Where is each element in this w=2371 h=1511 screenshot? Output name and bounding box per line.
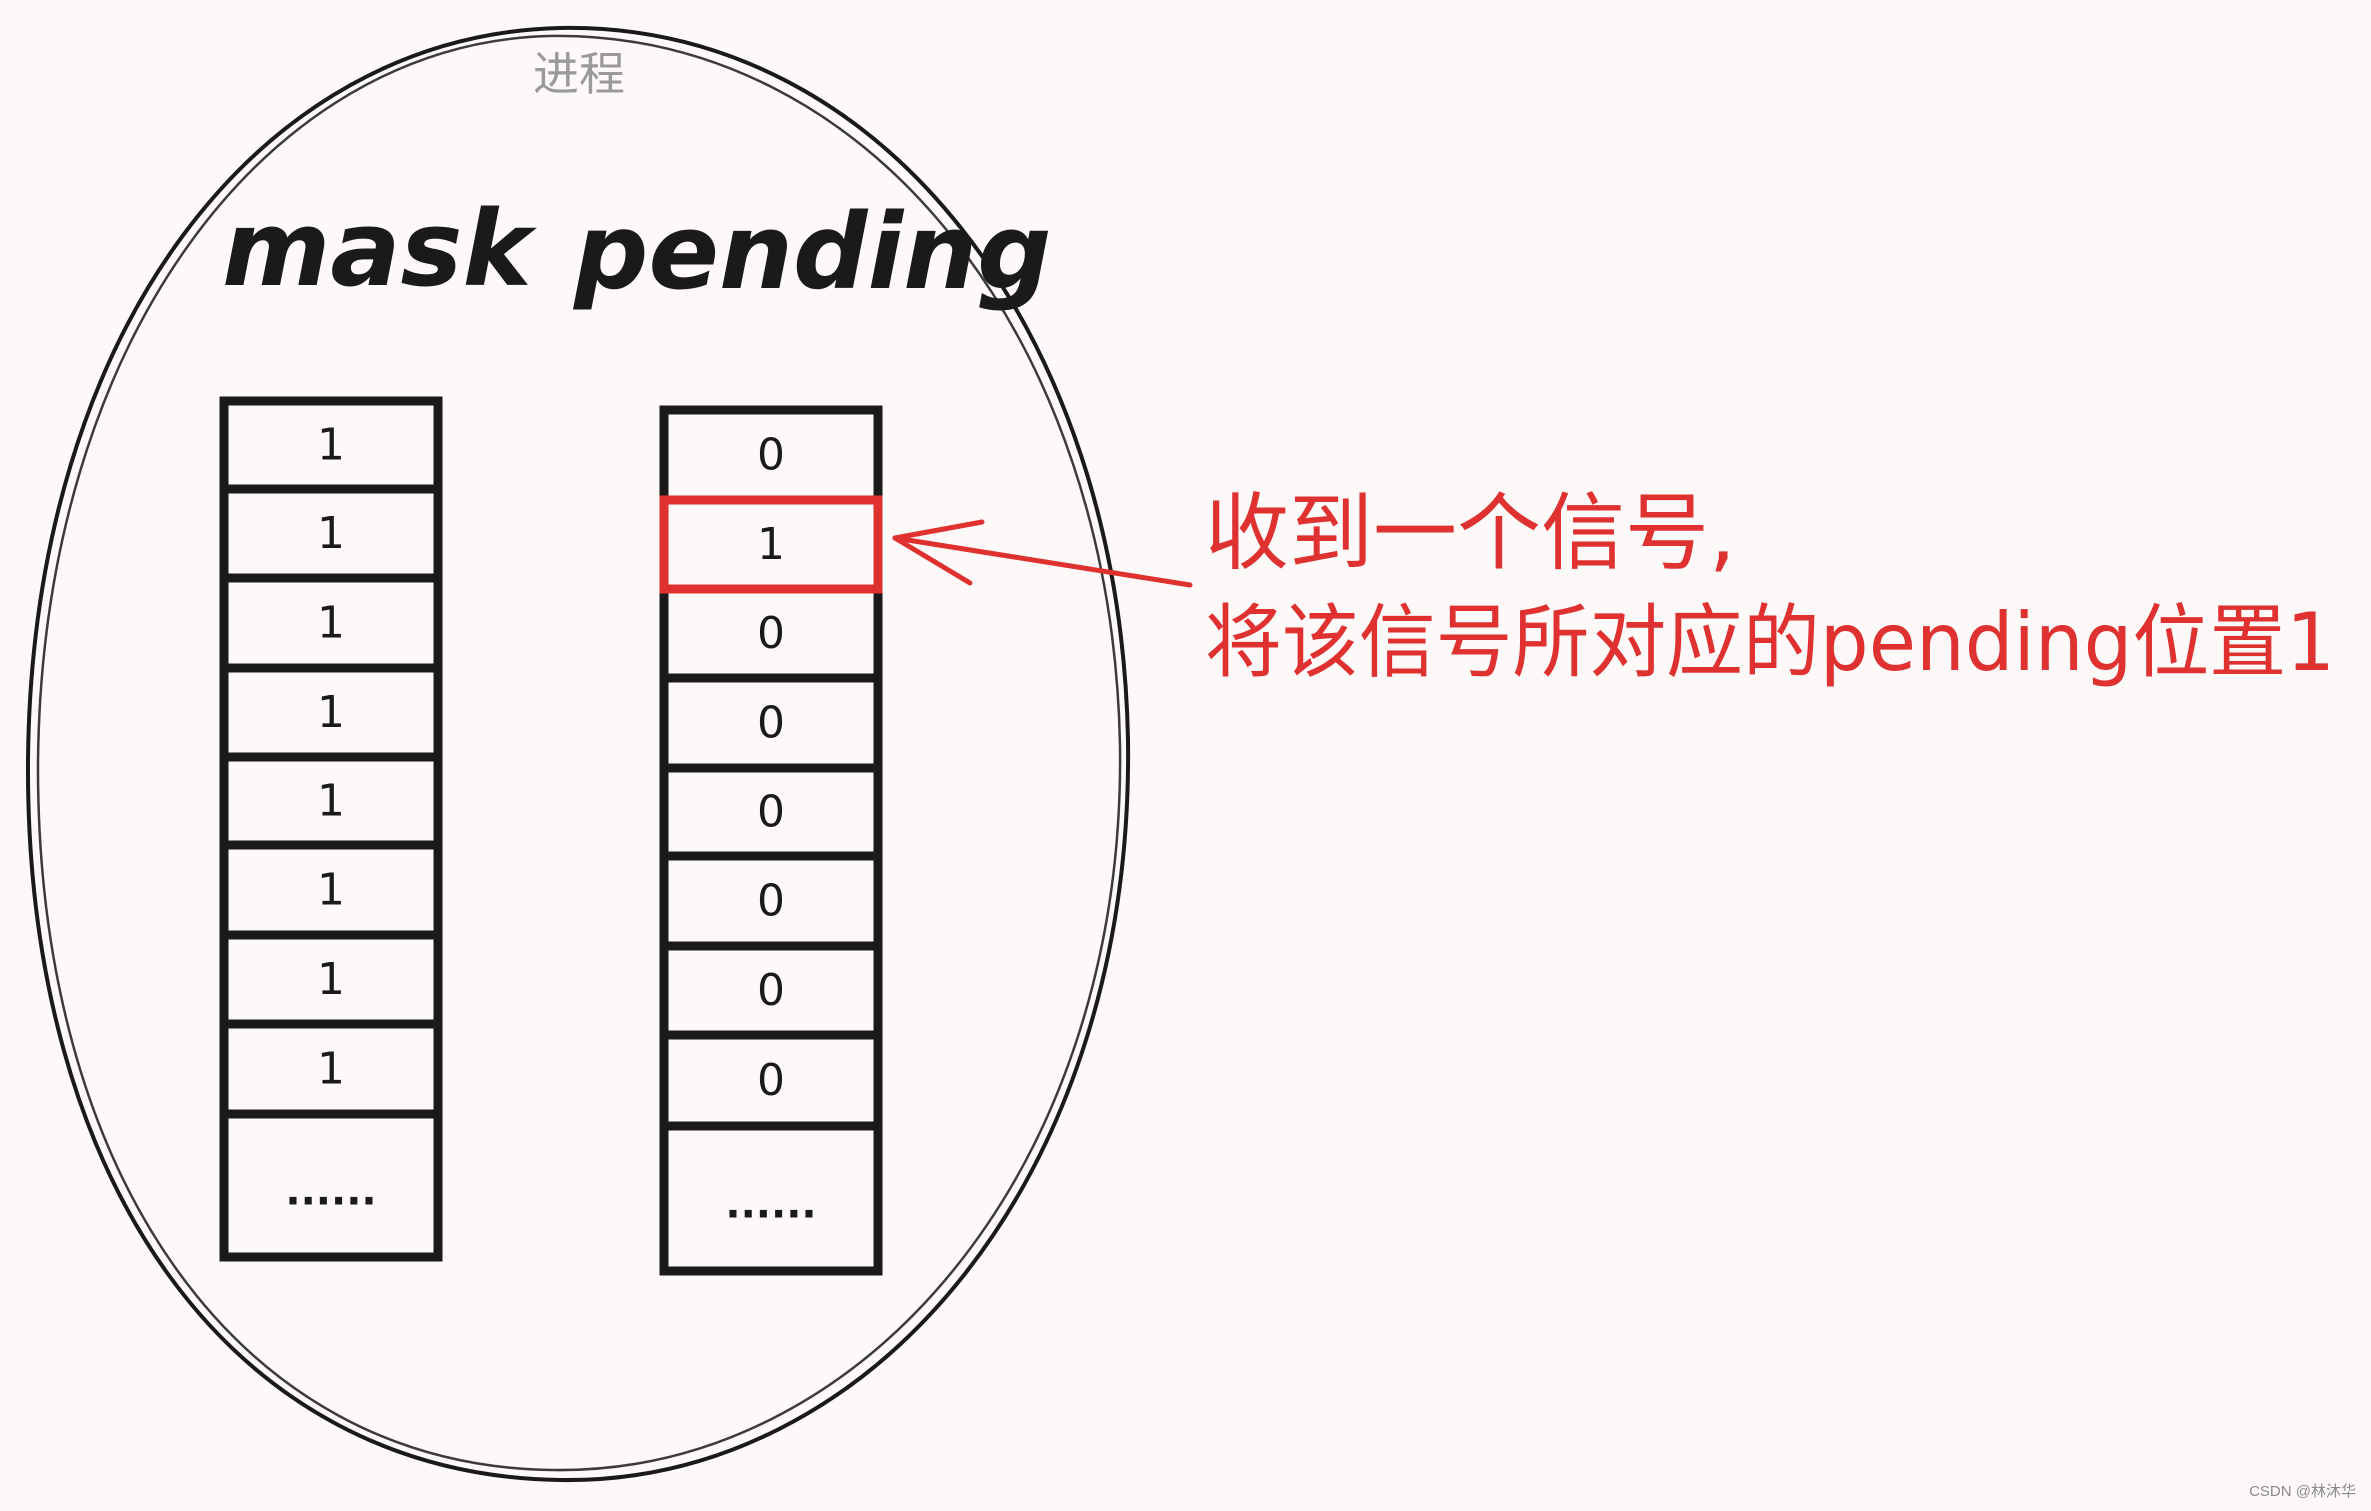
pending-cell-value: 0 <box>757 608 785 659</box>
pending-cell-value: 0 <box>757 430 785 481</box>
mask-cell-value: 1 <box>317 1044 345 1095</box>
pending-cell: 0 <box>659 673 883 773</box>
pending-cell: 0 <box>659 1030 883 1131</box>
mask-column: 1 1 1 1 1 1 1 1...... <box>219 396 443 1262</box>
mask-cell-value: 1 <box>317 954 345 1005</box>
pending-cell-value: 0 <box>757 1055 785 1106</box>
process-label: 进程 <box>533 47 625 101</box>
pending-column: 0 1 0 0 0 0 0 0...... <box>659 405 883 1276</box>
mask-cell-box <box>219 1109 443 1262</box>
mask-title: mask <box>222 188 537 310</box>
mask-cell: 1 <box>219 663 443 762</box>
pending-cell: ...... <box>659 1121 883 1276</box>
mask-cell: 1 <box>219 396 443 494</box>
mask-cell-value: 1 <box>317 865 345 916</box>
pending-cell: 0 <box>659 763 883 861</box>
mask-cell: 1 <box>219 930 443 1029</box>
pending-highlight-box <box>659 495 883 594</box>
pending-cell: 0 <box>659 584 883 683</box>
pending-cell-value: 0 <box>757 787 785 838</box>
callout-line-2: 将该信号所对应的pending位置1 <box>1205 596 2335 689</box>
process-ellipse <box>25 25 1131 1483</box>
pending-cell: 0 <box>659 851 883 951</box>
mask-cell: 1 <box>219 840 443 940</box>
pending-cell-value: 1 <box>757 519 785 570</box>
pending-cell: 1 <box>659 495 883 594</box>
callout-line-1: 收到一个信号, <box>1205 484 1736 582</box>
mask-cell: ...... <box>219 1109 443 1262</box>
mask-cell-value: ...... <box>285 1169 376 1215</box>
watermark: CSDN @林沐华 <box>2249 1483 2356 1500</box>
pending-cell: 0 <box>659 941 883 1040</box>
mask-cell: 1 <box>219 752 443 850</box>
pending-cell-value: 0 <box>757 965 785 1016</box>
pending-title: pending <box>572 191 1052 313</box>
mask-cell: 1 <box>219 1019 443 1119</box>
mask-cell: 1 <box>219 484 443 583</box>
pending-cell-value: ...... <box>725 1182 816 1228</box>
pending-cell-value: 0 <box>757 698 785 749</box>
mask-cell: 1 <box>219 573 443 673</box>
pending-cell: 0 <box>659 405 883 505</box>
arrow <box>892 519 1193 588</box>
mask-cell-value: 1 <box>317 687 345 738</box>
pending-cell-box <box>659 1121 883 1276</box>
mask-cell-value: 1 <box>317 598 345 649</box>
mask-cell-value: 1 <box>317 508 345 559</box>
mask-cell-value: 1 <box>317 776 345 827</box>
pending-cell-value: 0 <box>757 876 785 927</box>
mask-cell-value: 1 <box>317 420 345 471</box>
